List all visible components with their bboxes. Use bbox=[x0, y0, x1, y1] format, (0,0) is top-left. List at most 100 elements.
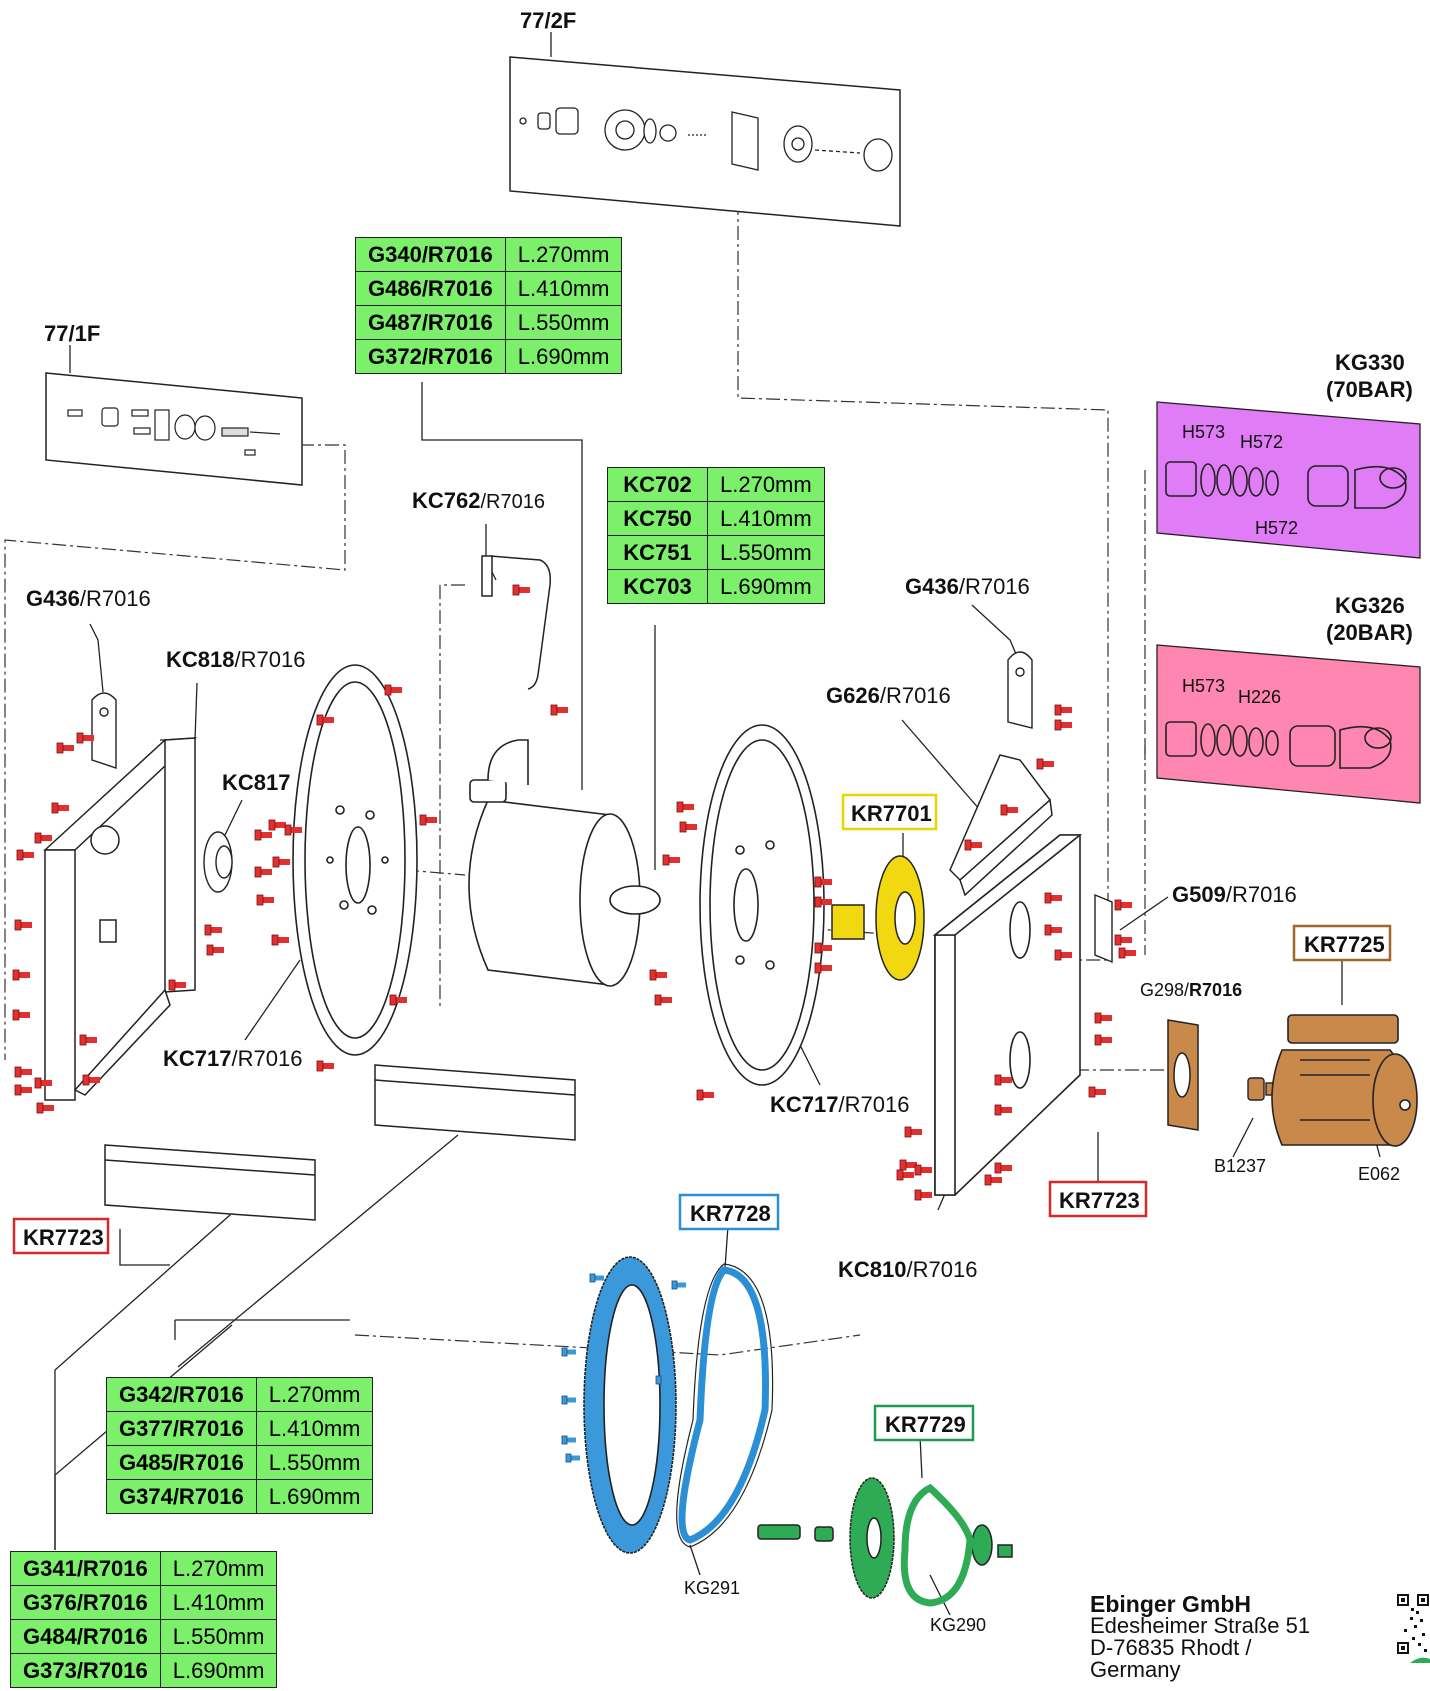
coupling-b1237 bbox=[1247, 1077, 1277, 1101]
qr-code-icon bbox=[1396, 1593, 1430, 1663]
kg330-part-h572-bottom: H572 bbox=[1255, 518, 1298, 538]
part-length: L.410mm bbox=[707, 501, 825, 536]
part-code: G342/R7016 bbox=[106, 1377, 257, 1412]
label-kg291: KG291 bbox=[684, 1578, 740, 1598]
hub-kc817 bbox=[203, 831, 233, 893]
part-length: L.550mm bbox=[255, 1445, 374, 1480]
part-code: KC751 bbox=[607, 535, 708, 570]
part-length: L.690mm bbox=[255, 1479, 374, 1514]
cover-g626 bbox=[949, 754, 1053, 897]
kg330-code: KG330 bbox=[1335, 350, 1405, 375]
kg326-part-h573: H573 bbox=[1182, 676, 1225, 696]
flange-kc717-right bbox=[699, 724, 825, 1086]
rail-brackets bbox=[104, 1064, 576, 1221]
reel-drum bbox=[468, 739, 661, 987]
label-kc817: KC817 bbox=[222, 770, 290, 795]
motor-e062 bbox=[1271, 1014, 1418, 1147]
part-code: G372/R7016 bbox=[355, 339, 506, 374]
part-length: L.410mm bbox=[159, 1585, 278, 1620]
arm-kc762 bbox=[481, 555, 552, 690]
label-g298: G298/R7016 bbox=[1140, 980, 1242, 1000]
label-b1237: B1237 bbox=[1214, 1156, 1266, 1176]
part-length: L.550mm bbox=[707, 535, 825, 570]
part-code: G484/R7016 bbox=[10, 1619, 161, 1654]
bracket-g436-right bbox=[1007, 651, 1033, 729]
label-kr7701: KR7701 bbox=[851, 801, 932, 826]
label-kc818: KC818/R7016 bbox=[166, 647, 305, 672]
part-code: G486/R7016 bbox=[355, 271, 506, 306]
company-address: Ebinger GmbH Edesheimer Straße 51 D-7683… bbox=[1090, 1593, 1390, 1681]
label-g436-right: G436/R7016 bbox=[905, 574, 1030, 599]
frame-kc810 bbox=[932, 834, 1083, 1196]
bracket-g436-left bbox=[91, 692, 117, 769]
part-length: L.270mm bbox=[255, 1377, 374, 1412]
label-kr7723-right: KR7723 bbox=[1059, 1188, 1140, 1213]
kg330-part-h573: H573 bbox=[1182, 422, 1225, 442]
part-code: KC702 bbox=[607, 467, 708, 502]
valve-kg326: KG326 (20BAR) H573 H226 bbox=[1156, 593, 1421, 804]
label-kr7725: KR7725 bbox=[1304, 932, 1385, 957]
label-g626: G626/R7016 bbox=[826, 683, 951, 708]
address-country: Germany bbox=[1090, 1657, 1181, 1682]
kit-77-1f-label: 77/1F bbox=[44, 321, 100, 346]
chain-kg291-outline bbox=[676, 1263, 774, 1548]
part-length: L.270mm bbox=[159, 1551, 278, 1586]
part-code: G377/R7016 bbox=[106, 1411, 257, 1446]
kg326-code: KG326 bbox=[1335, 593, 1405, 618]
label-kr7723-left: KR7723 bbox=[23, 1225, 104, 1250]
kit-77-2f: 77/2F bbox=[509, 8, 901, 227]
bearing-kr7701 bbox=[831, 855, 925, 981]
valve-kg330: KG330 (70BAR) H573 H572 H572 bbox=[1156, 350, 1421, 559]
part-length: L.270mm bbox=[504, 237, 623, 272]
label-g509: G509/R7016 bbox=[1172, 882, 1297, 907]
flange-kc717-left bbox=[292, 664, 418, 1056]
part-code: G340/R7016 bbox=[355, 237, 506, 272]
part-code: G373/R7016 bbox=[10, 1653, 161, 1688]
part-length: L.410mm bbox=[255, 1411, 374, 1446]
flange-g298 bbox=[1167, 1019, 1199, 1131]
part-length: L.550mm bbox=[504, 305, 623, 340]
frame-kc818 bbox=[43, 737, 198, 1101]
part-code: G374/R7016 bbox=[106, 1479, 257, 1514]
sprocket-kr7728 bbox=[583, 1256, 677, 1554]
part-length: L.550mm bbox=[159, 1619, 278, 1654]
kit-77-2f-label: 77/2F bbox=[520, 8, 576, 33]
part-code: G485/R7016 bbox=[106, 1445, 257, 1480]
label-kc717-left: KC717/R7016 bbox=[163, 1046, 302, 1071]
label-e062: E062 bbox=[1358, 1164, 1400, 1184]
label-kc810: KC810/R7016 bbox=[838, 1257, 977, 1282]
part-length: L.690mm bbox=[159, 1653, 278, 1688]
plate-g509 bbox=[1094, 893, 1113, 964]
kg326-rating: (20BAR) bbox=[1326, 620, 1413, 645]
sprocket-kr7729 bbox=[757, 1477, 1013, 1599]
boxed-labels: KR7701 KR7725 KR7723 KR7723 KR7728 KR772… bbox=[12, 793, 1392, 1442]
part-code: G341/R7016 bbox=[10, 1551, 161, 1586]
kg330-part-h572-top: H572 bbox=[1240, 432, 1283, 452]
part-length: L.690mm bbox=[707, 569, 825, 604]
kg326-part-h226: H226 bbox=[1238, 687, 1281, 707]
label-kc717-right: KC717/R7016 bbox=[770, 1092, 909, 1117]
label-kr7729: KR7729 bbox=[885, 1412, 966, 1437]
part-code: KC703 bbox=[607, 569, 708, 604]
part-labels: KC762/R7016 G436/R7016 KC818/R7016 KC817… bbox=[26, 488, 1400, 1635]
address-street: Edesheimer Straße 51 bbox=[1090, 1613, 1311, 1638]
part-length: L.690mm bbox=[504, 339, 623, 374]
company-name: Ebinger GmbH bbox=[1090, 1591, 1252, 1617]
